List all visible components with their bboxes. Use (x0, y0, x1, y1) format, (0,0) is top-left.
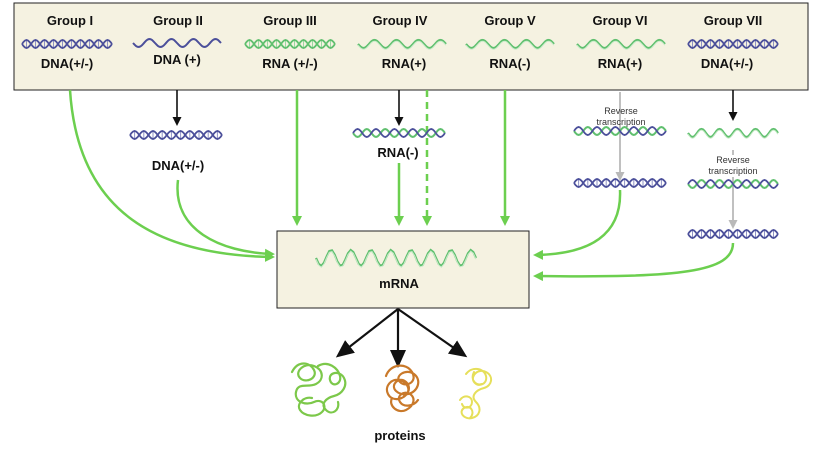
group-3-title: Group III (263, 13, 317, 28)
mrna-strand-icon (314, 248, 478, 268)
group-1-dsdna-icon (21, 39, 113, 49)
group-2-intermediate-label: DNA(+/-) (151, 158, 205, 173)
arrow-group7-to-mrna (533, 242, 735, 282)
group-4-ssrna-icon (357, 38, 447, 50)
group-2-title: Group II (153, 13, 203, 28)
group-4-intermediate-label: RNA(-) (377, 145, 419, 160)
group-6-hybrid-icon (573, 125, 667, 137)
group-1-title: Group I (46, 13, 94, 28)
proteins-label: proteins (374, 428, 426, 443)
group-7-genome: DNA(+/-) (700, 56, 754, 71)
group-7-dsdna-icon (687, 39, 779, 49)
group-7-dsdna-icon-2 (687, 229, 779, 239)
group-7-title: Group VII (703, 13, 763, 28)
mrna-box (276, 230, 530, 309)
arrow-group6-to-mrna (533, 189, 622, 260)
group-7-reverse-transcription-label: Reverse transcription (702, 155, 764, 177)
group-1-genome: DNA(+/-) (40, 56, 94, 71)
arrow-group1-to-mrna (68, 89, 275, 262)
group-6-title: Group VI (592, 13, 648, 28)
protein-orange-icon (384, 364, 420, 413)
group-6-genome: RNA(+) (597, 56, 643, 71)
group-4-dsrna-intermediate-icon (352, 127, 446, 139)
group-2-ssdna-icon (132, 37, 222, 49)
arrow-group2-to-mrna (176, 179, 275, 259)
group-5-genome: RNA(-) (489, 56, 531, 71)
group-4-genome: RNA(+) (381, 56, 427, 71)
arrow-mrna-to-protein-3 (397, 308, 468, 358)
group-2-genome: DNA (+) (153, 52, 201, 67)
group-6-reverse-transcription-label: Reverse transcription (596, 106, 646, 127)
mrna-label: mRNA (379, 276, 419, 291)
group-6-ssrna-icon (576, 38, 666, 50)
group-4-title: Group IV (372, 13, 428, 28)
group-3-genome: RNA (+/-) (262, 56, 318, 71)
group-2-dsdna-intermediate-icon (129, 130, 223, 140)
group-7-ssrna-icon (687, 127, 779, 139)
group-3-dsrna-icon (244, 39, 336, 49)
group-5-ssrna-icon (465, 38, 555, 50)
group-5-title: Group V (484, 13, 536, 28)
protein-yellow-icon (459, 368, 492, 420)
group-7-hybrid-icon (687, 178, 779, 190)
group-6-dsdna-icon (573, 178, 667, 188)
arrow-mrna-to-protein-1 (335, 308, 399, 358)
protein-green-icon (290, 362, 347, 417)
